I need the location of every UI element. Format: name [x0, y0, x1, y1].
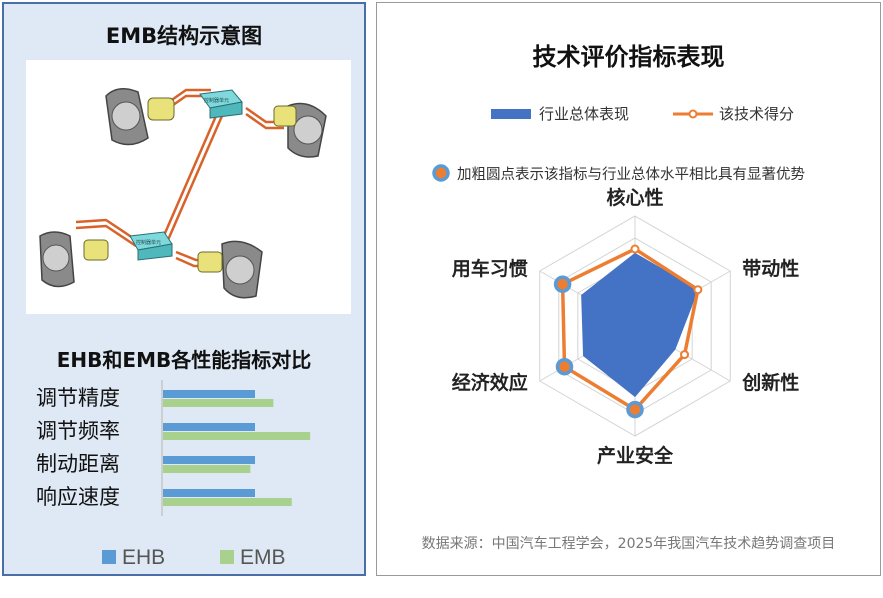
bar-emb — [163, 399, 274, 407]
legend-industry-label: 行业总体表现 — [539, 106, 629, 123]
legend-emb-label: EMB — [240, 546, 286, 569]
tech-point-highlighted — [555, 357, 574, 376]
emb-structure-diagram: 控制器单元 控制器单元 — [26, 60, 351, 314]
compare-title: EHB和EMB各性能指标对比 — [56, 348, 312, 372]
bar-ehb — [163, 489, 255, 497]
legend-industry-swatch — [491, 109, 531, 119]
tech-point-highlighted — [626, 400, 644, 419]
highlight-note: 加粗圆点表示该指标与行业总体水平相比具有显著优势 — [457, 166, 805, 183]
industry-series-area — [581, 252, 699, 398]
bar-category-label: 响应速度 — [36, 486, 120, 509]
legend-highlight-marker — [432, 164, 450, 182]
radar-axis-label: 用车习惯 — [452, 257, 528, 280]
legend-tech-marker — [688, 109, 698, 119]
left-panel: EMB结构示意图 — [2, 2, 366, 576]
bar-category-label: 调节精度 — [36, 387, 120, 410]
radar-axis-label: 创新性 — [741, 371, 799, 394]
diagram-title: EMB结构示意图 — [105, 24, 263, 48]
radar-chart: 行业总体表现 该技术得分 加粗圆点表示该指标与行业总体水平相比具有显著优势 核心… — [432, 106, 805, 467]
radar-title: 技术评价指标表现 — [532, 43, 725, 71]
tech-point-highlighted — [553, 275, 572, 293]
bar-emb — [163, 498, 292, 506]
radar-axis-label: 经济效应 — [452, 371, 528, 394]
tech-point — [693, 285, 703, 295]
bar-ehb — [163, 423, 255, 431]
bar-ehb — [163, 390, 255, 398]
legend-emb-swatch — [220, 550, 234, 564]
legend-tech-label: 该技术得分 — [719, 106, 794, 123]
data-source: 数据来源：中国汽车工程学会，2025年我国汽车技术趋势调查项目 — [421, 536, 836, 552]
bar-emb — [163, 465, 251, 473]
legend-ehb-swatch — [102, 550, 116, 564]
bar-category-label: 制动距离 — [36, 453, 120, 476]
radar-axis-label: 核心性 — [606, 186, 663, 209]
bar-emb — [163, 432, 311, 440]
tech-point — [630, 244, 640, 254]
control-unit-label-2: 控制器单元 — [136, 239, 161, 246]
radar-axis-label: 带动性 — [742, 257, 799, 280]
bar-category-label: 调节频率 — [36, 420, 120, 443]
control-unit-label-1: 控制器单元 — [204, 97, 229, 104]
emb-structure-illustration: 控制器单元 控制器单元 — [39, 88, 327, 299]
legend-ehb-label: EHB — [122, 546, 165, 569]
right-panel: 技术评价指标表现 行业总体表现 该技术得分 加粗圆点表示该指标与行业总体水平相比… — [376, 2, 881, 576]
bar-ehb — [163, 456, 255, 464]
tech-point — [680, 350, 690, 360]
radar-axis-label: 产业安全 — [597, 444, 674, 467]
